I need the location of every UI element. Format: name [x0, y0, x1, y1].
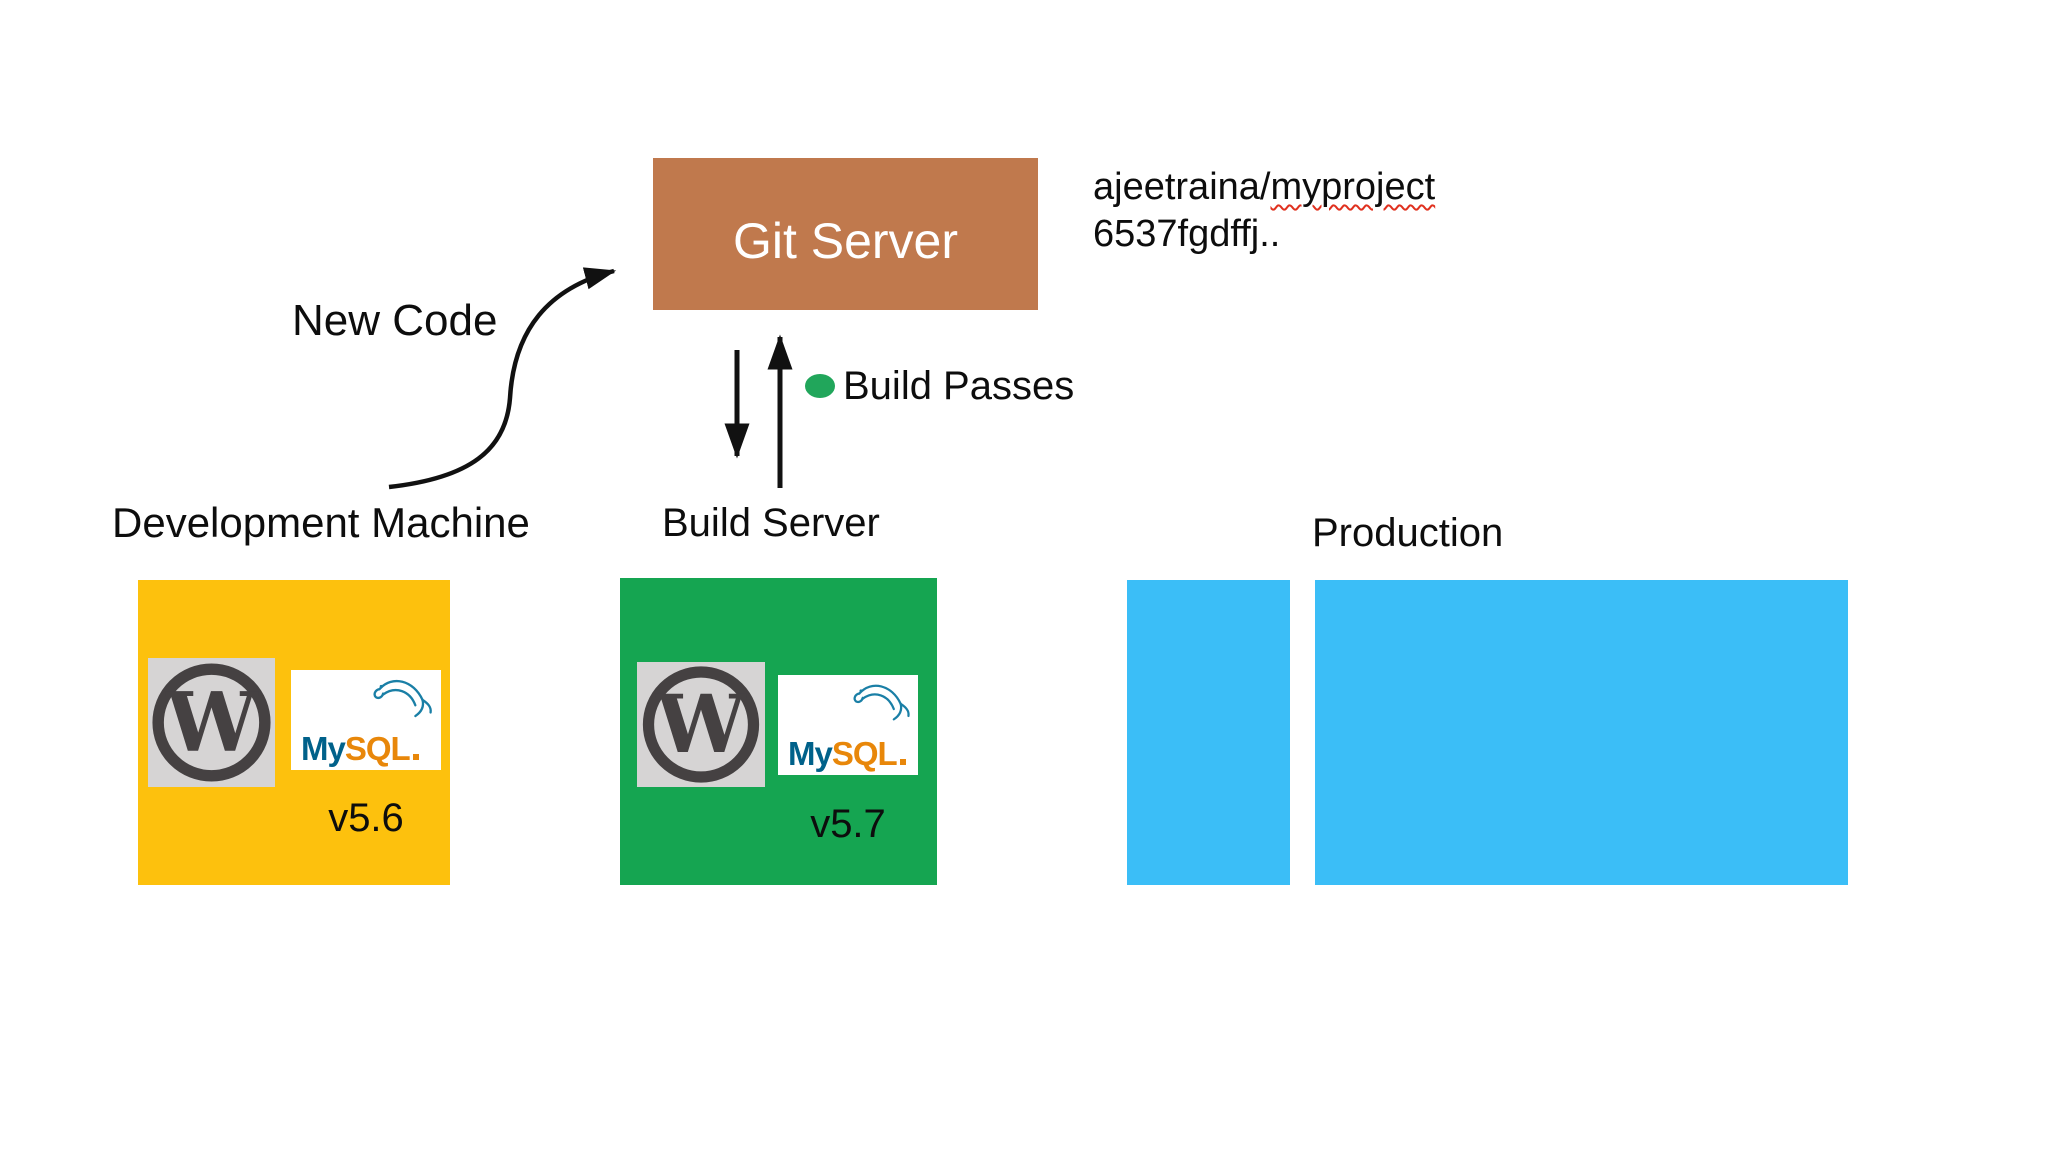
mysql-dolphin-icon [853, 684, 910, 721]
repo-name: myproject [1270, 166, 1436, 208]
mysql-logo-icon: MySQL [778, 675, 918, 775]
mysql-wordmark: MySQL [301, 732, 419, 765]
repo-owner: ajeetraina/ [1093, 166, 1271, 208]
build-server-label: Build Server [662, 501, 880, 545]
mysql-sql-text: SQL [344, 730, 411, 767]
mysql-my-text: My [788, 735, 833, 772]
development-machine-label: Development Machine [112, 499, 530, 546]
mysql-wordmark: MySQL [788, 737, 906, 770]
wordpress-mark: W [152, 663, 271, 782]
commit-info: ajeetraina/myproject 6537fgdffj.. [1093, 164, 1435, 258]
production-label: Production [1312, 511, 1504, 555]
mysql-dolphin-icon [373, 679, 432, 718]
git-server-box: Git Server [653, 158, 1038, 310]
mysql-trademark-dot [412, 754, 419, 760]
repo-line: ajeetraina/myproject [1093, 164, 1435, 211]
wordpress-logo-icon: W [637, 662, 765, 787]
mysql-version-build: v5.7 [810, 802, 886, 846]
commit-id: 6537fgdffj.. [1093, 213, 1281, 255]
mysql-trademark-dot [899, 759, 906, 765]
git-server-label: Git Server [732, 213, 959, 269]
build-passes-label: Build Passes [843, 364, 1075, 408]
mysql-my-text: My [301, 730, 346, 767]
production-server-box-small [1127, 580, 1290, 885]
mysql-logo-icon: MySQL [291, 670, 441, 770]
development-machine-box: W MySQL v5.6 [138, 580, 450, 885]
mysql-version-dev: v5.6 [328, 796, 404, 840]
wordpress-letter: W [655, 677, 747, 771]
wordpress-letter: W [165, 675, 259, 770]
mysql-sql-text: SQL [831, 735, 898, 772]
new-code-label: New Code [292, 296, 498, 345]
wordpress-logo-icon: W [148, 658, 275, 787]
wordpress-mark: W [642, 666, 760, 783]
build-passes-status-dot [805, 374, 835, 398]
production-server-box-large [1315, 580, 1848, 885]
build-server-box: W MySQL v5.7 [620, 578, 937, 885]
